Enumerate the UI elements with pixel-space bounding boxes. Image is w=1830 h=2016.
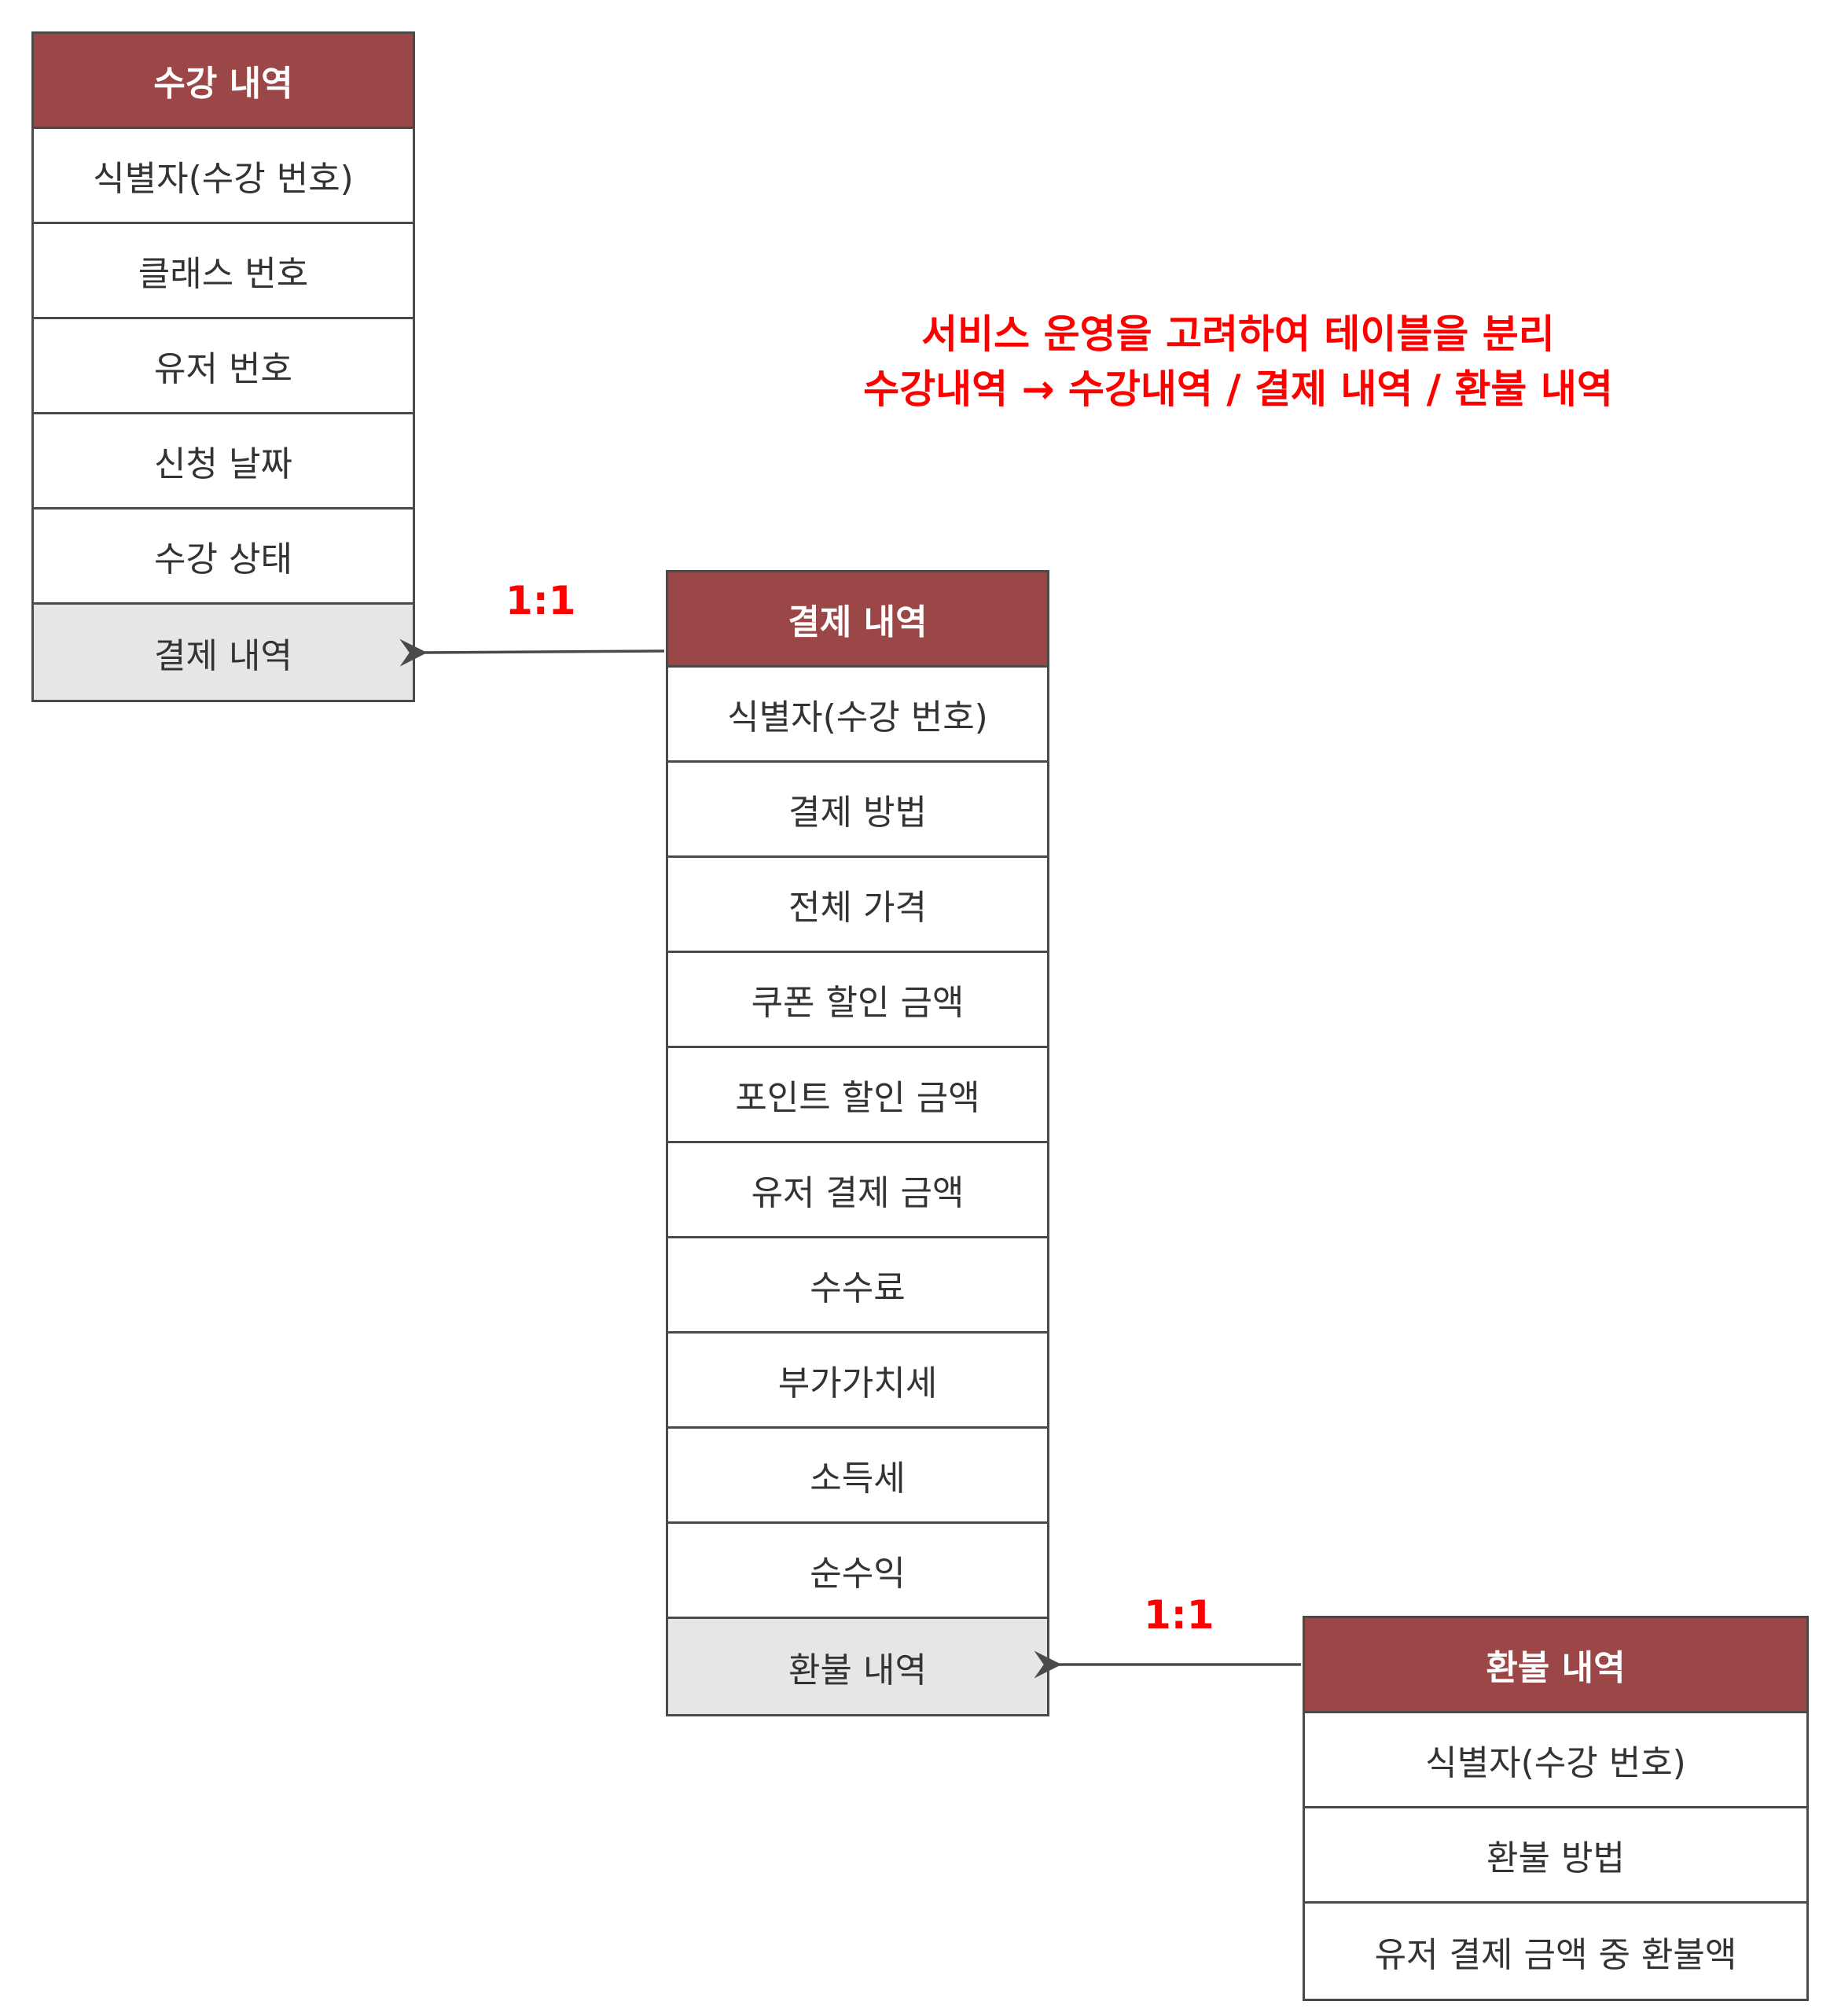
design-note-line2: 수강내역 → 수강내역 / 결제 내역 / 환불 내역 (863, 366, 1613, 412)
field-payment-ref: 결제 내역 (34, 605, 413, 700)
entity-enrollment: 수강 내역 식별자(수강 번호) 클래스 번호 유저 번호 신청 날짜 수강 상… (31, 31, 415, 702)
field-class-number: 클래스 번호 (34, 224, 413, 319)
arrow-payment-to-enrollment (399, 638, 665, 667)
field-payment-method: 결제 방법 (668, 763, 1047, 858)
entity-refund: 환불 내역 식별자(수강 번호) 환불 방법 유저 결제 금액 중 환불액 (1303, 1616, 1809, 2001)
field-refund-id: 식별자(수강 번호) (1305, 1713, 1806, 1808)
field-user-number: 유저 번호 (34, 319, 413, 414)
field-vat: 부가가치세 (668, 1334, 1047, 1429)
field-refund-method: 환불 방법 (1305, 1808, 1806, 1904)
field-coupon-discount: 쿠폰 할인 금액 (668, 953, 1047, 1048)
field-income-tax: 소득세 (668, 1429, 1047, 1524)
field-fee: 수수료 (668, 1238, 1047, 1334)
field-refund-amount: 유저 결제 금액 중 환불액 (1305, 1904, 1806, 1999)
entity-payment: 결제 내역 식별자(수강 번호) 결제 방법 전체 가격 쿠폰 할인 금액 포인… (666, 570, 1049, 1716)
field-enrollment-id: 식별자(수강 번호) (34, 129, 413, 224)
entity-payment-title: 결제 내역 (668, 572, 1047, 668)
field-net-profit: 순수익 (668, 1524, 1047, 1619)
design-note: 서비스 운영을 고려하여 테이블을 분리 수강내역 → 수강내역 / 결제 내역… (786, 307, 1690, 417)
field-apply-date: 신청 날짜 (34, 414, 413, 510)
field-refund-ref: 환불 내역 (668, 1619, 1047, 1714)
field-payment-id: 식별자(수강 번호) (668, 668, 1047, 763)
field-point-discount: 포인트 할인 금액 (668, 1048, 1047, 1143)
relation-label-refund-payment: 1:1 (1144, 1592, 1214, 1638)
design-note-line1: 서비스 운영을 고려하여 테이블을 분리 (921, 311, 1555, 357)
field-user-payment-amount: 유저 결제 금액 (668, 1143, 1047, 1238)
entity-enrollment-title: 수강 내역 (34, 34, 413, 129)
field-total-price: 전체 가격 (668, 858, 1047, 953)
relation-label-payment-enrollment: 1:1 (505, 578, 576, 624)
entity-refund-title: 환불 내역 (1305, 1618, 1806, 1713)
field-enrollment-status: 수강 상태 (34, 510, 413, 605)
